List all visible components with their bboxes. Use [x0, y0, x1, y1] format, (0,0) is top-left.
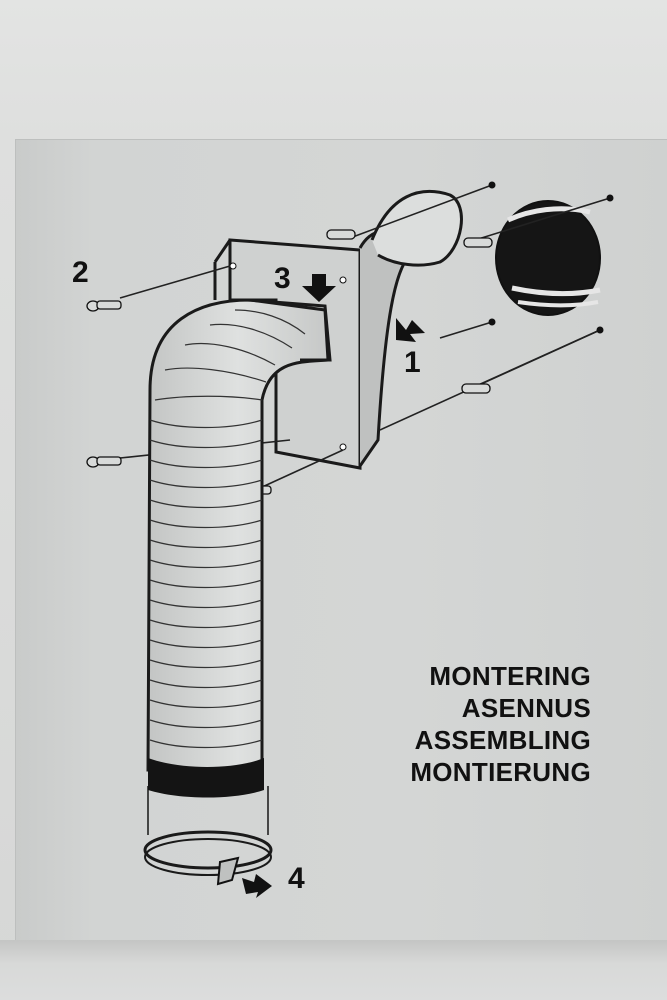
arrow-down-icon: [302, 274, 336, 302]
step-number-4: 4: [288, 862, 305, 895]
box-shadow: [0, 940, 667, 1000]
flap-deflector: [358, 190, 463, 467]
assembly-titles: MONTERING ASENNUS ASSEMBLING MONTIERUNG: [410, 660, 591, 788]
title-montierung: MONTIERUNG: [410, 757, 591, 787]
hose-clamp: [143, 830, 273, 886]
wall-plug-icon: [461, 383, 491, 394]
screw-icon: [86, 456, 122, 468]
round-vent-cover: [495, 200, 601, 316]
title-montering: MONTERING: [429, 661, 591, 691]
step-number-2: 2: [72, 256, 89, 289]
wall-plug-icon: [463, 237, 493, 248]
flexible-hose: [146, 298, 332, 798]
wall-plug-icon: [326, 229, 356, 240]
step-number-3: 3: [274, 262, 291, 295]
arrow-left-icon: [242, 874, 272, 898]
step-number-1: 1: [404, 346, 421, 379]
title-asennus: ASENNUS: [461, 693, 591, 723]
screw-icon: [86, 300, 122, 312]
title-assembling: ASSEMBLING: [414, 725, 591, 755]
arrows: [242, 274, 425, 898]
arrow-left-icon: [396, 318, 425, 342]
reference-dots: [488, 181, 614, 334]
